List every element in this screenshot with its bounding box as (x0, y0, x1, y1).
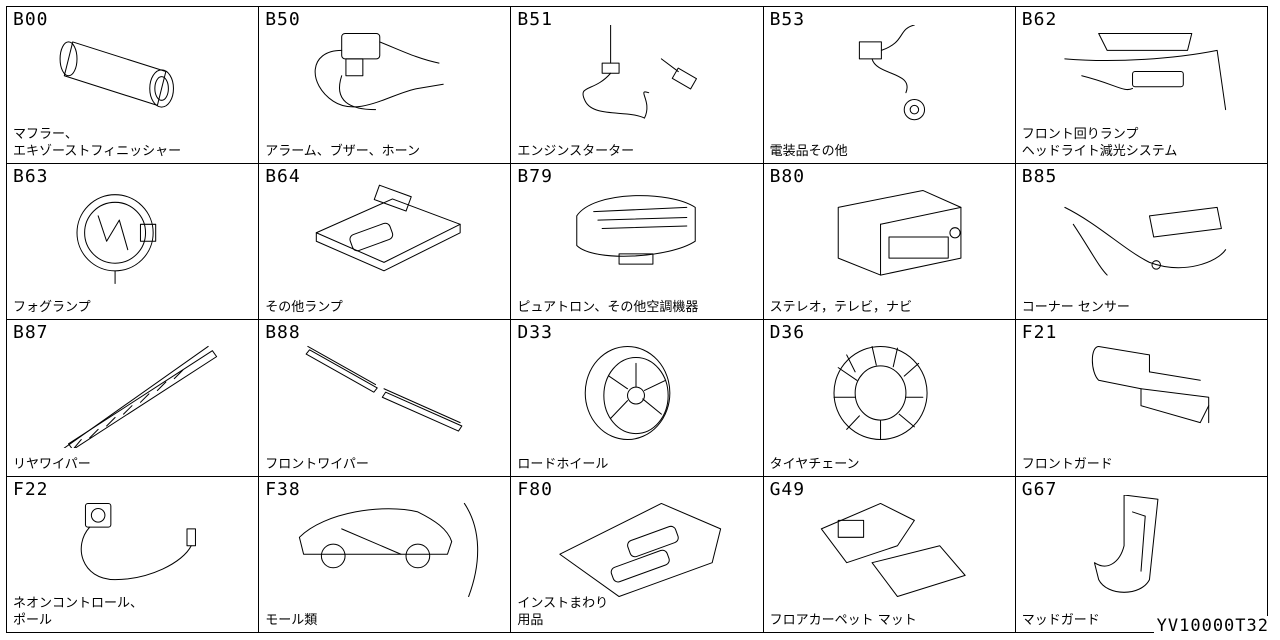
part-cell-g67[interactable]: G67 マッドガード (1015, 476, 1268, 633)
part-code: F21 (1021, 322, 1058, 343)
stereo-icon (837, 189, 962, 276)
part-caption: マフラー、 エキゾーストフィニッシャー (13, 126, 182, 159)
part-caption: ネオンコントロール、 ポール (13, 596, 144, 628)
part-cell-b85[interactable]: B85 コーナー センサー (1015, 163, 1268, 320)
part-code: B00 (13, 9, 49, 30)
engine-starter-icon (583, 25, 698, 119)
part-caption: フロントワイパー (265, 456, 369, 472)
part-code: B51 (517, 9, 553, 30)
part-cell-b64[interactable]: B64 その他ランプ (259, 163, 512, 320)
part-cell-f80[interactable]: F80 インストまわり 用品 (511, 476, 764, 633)
part-cell-d36[interactable]: D36 タイヤチェーン (763, 320, 1016, 477)
part-caption: インストまわり 用品 (517, 596, 609, 628)
part-caption: モール類 (265, 613, 318, 628)
part-cell-b63[interactable]: B63 フォグランプ (7, 163, 260, 320)
floor-mat-icon (820, 502, 966, 597)
neon-control-icon (80, 502, 196, 580)
instrument-panel-icon (559, 502, 722, 597)
part-code: F22 (13, 478, 49, 500)
part-caption: ロードホイール (517, 456, 609, 472)
part-caption: フォグランプ (13, 300, 91, 315)
part-cell-b00[interactable]: B00 マフラー、 エキゾーストフィニッシャー (7, 7, 260, 164)
part-code: B88 (265, 322, 301, 343)
part-cell-b88[interactable]: B88 フロントワイパー (259, 320, 512, 477)
part-code: G67 (1021, 478, 1058, 500)
part-code: B80 (769, 165, 806, 187)
part-code: F38 (265, 478, 301, 500)
part-code: D33 (517, 322, 553, 343)
room-lamp-icon (315, 184, 461, 271)
part-cell-f21[interactable]: F21 フロントガード (1015, 320, 1268, 477)
part-caption: その他ランプ (265, 300, 343, 315)
part-cell-g49[interactable]: G49 フロアカーペット マット (763, 476, 1016, 633)
front-wiper-icon (305, 345, 463, 432)
part-code: B64 (265, 165, 301, 187)
part-caption: マッドガード (1021, 613, 1100, 628)
part-code: B63 (13, 165, 49, 187)
part-caption: ピュアトロン、その他空調機器 (517, 300, 699, 315)
part-code: F80 (517, 478, 553, 500)
front-lamp-icon (1064, 32, 1226, 111)
rear-wiper-icon (63, 345, 218, 448)
fog-lamp-icon (76, 193, 157, 284)
part-caption: エンジンスターター (517, 143, 635, 159)
part-cell-b53[interactable]: B53 電装品その他 (763, 7, 1016, 164)
mud-guard-icon (1093, 494, 1159, 593)
drawing-id: YV10000T32 (1153, 616, 1272, 636)
parts-catalog-grid: B00 マフラー、 エキゾーストフィニッシャー B50 アラーム、ブザー、ホーン B51… (6, 6, 1268, 633)
part-cell-b79[interactable]: B79 ピュアトロン、その他空調機器 (511, 163, 764, 320)
alarm-horn-icon (314, 32, 444, 111)
part-caption: タイヤチェーン (769, 456, 860, 472)
part-caption: リヤワイパー (13, 456, 91, 472)
road-wheel-icon (585, 345, 671, 441)
front-guard-icon (1091, 345, 1209, 424)
part-cell-f38[interactable]: F38 モール類 (259, 476, 512, 633)
part-code: G49 (769, 478, 806, 500)
part-code: B50 (265, 9, 301, 30)
tire-chain-icon (833, 345, 928, 441)
part-caption: 電装品その他 (769, 143, 848, 159)
part-code: D36 (769, 322, 806, 343)
part-caption: アラーム、ブザー、ホーン (265, 143, 421, 159)
part-code: B62 (1021, 9, 1058, 30)
part-cell-d33[interactable]: D33 ロードホイール (511, 320, 764, 477)
part-caption: コーナー センサー (1021, 300, 1130, 315)
part-caption: フロントガード (1021, 456, 1113, 472)
corner-sensor-icon (1064, 206, 1226, 276)
part-cell-b51[interactable]: B51 エンジンスターター (511, 7, 764, 164)
part-code: B87 (13, 322, 49, 343)
part-code: B79 (517, 165, 553, 187)
part-caption: ステレオ，テレビ，ナビ (769, 300, 912, 315)
molding-icon (299, 502, 479, 597)
part-cell-b80[interactable]: B80 ステレオ，テレビ，ナビ (763, 163, 1016, 320)
part-cell-b50[interactable]: B50 アラーム、ブザー、ホーン (259, 7, 512, 164)
part-code: B85 (1021, 165, 1058, 187)
part-cell-f22[interactable]: F22 ネオンコントロール、 ポール (7, 476, 260, 633)
muffler-icon (59, 41, 174, 108)
part-cell-b62[interactable]: B62 フロント回りランプ ヘッドライト減光システム (1015, 7, 1268, 164)
part-cell-b87[interactable]: B87 リヤワイパー (7, 320, 260, 477)
part-code: B53 (769, 9, 806, 30)
part-caption: フロアカーペット マット (769, 613, 917, 628)
electrical-parts-icon (858, 25, 925, 121)
part-caption: フロント回りランプ ヘッドライト減光システム (1021, 126, 1178, 159)
air-purifier-icon (576, 194, 697, 265)
